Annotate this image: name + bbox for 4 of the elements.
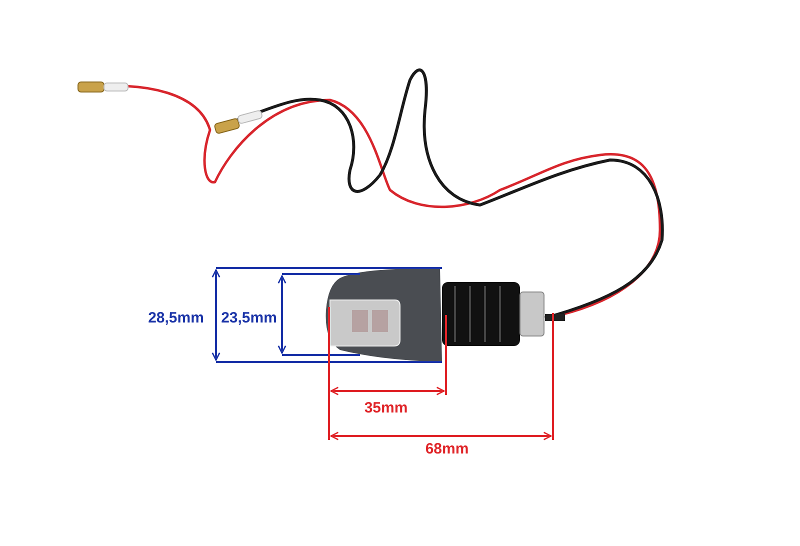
- dimension-label: 23,5mm: [221, 310, 277, 326]
- dimension-label: 28,5mm: [148, 310, 204, 326]
- dimension-label: 35mm: [364, 400, 408, 416]
- dimension-label: 68mm: [425, 442, 469, 456]
